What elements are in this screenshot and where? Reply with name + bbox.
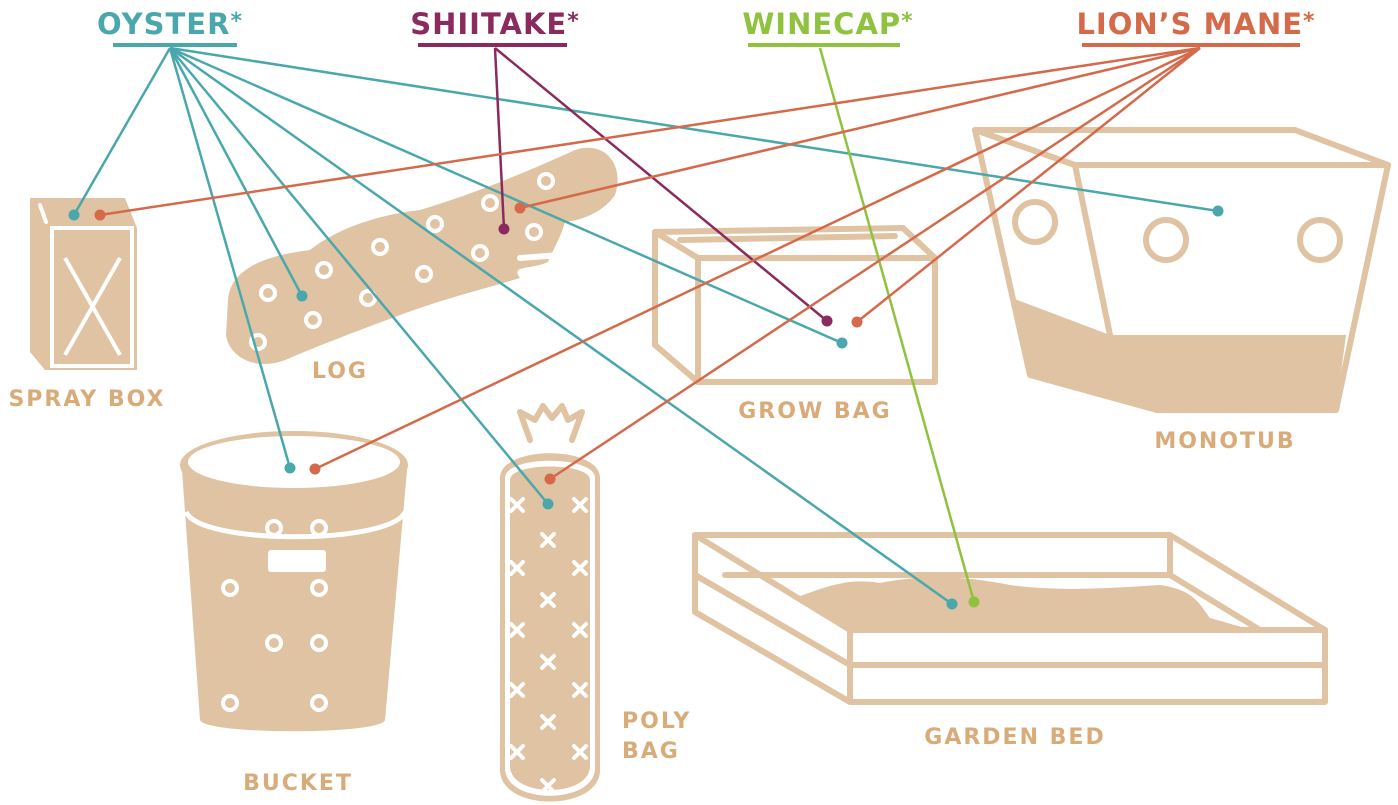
species-winecap: WINECAP* [742,7,913,47]
label-spray-box: SPRAY BOX [8,387,165,412]
garden-bed-illustration [692,532,1328,705]
svg-text:LION’S MANE*: LION’S MANE* [1076,7,1315,41]
label-poly-bag-line2: BAG [622,739,680,764]
label-poly-bag-line1: POLY [622,709,691,734]
label-garden-bed: GARDEN BED [924,725,1105,750]
species-oyster-label: OYSTER [97,7,230,41]
label-bucket: BUCKET [243,771,353,796]
species-lionsmane: LION’S MANE* [1076,7,1315,47]
poly-bag-illustration [500,403,600,802]
label-monotub: MONOTUB [1154,429,1295,454]
monotub-illustration [972,127,1391,413]
species-lionsmane-label: LION’S MANE [1076,7,1303,41]
grow-bag-illustration [652,225,938,385]
connection-dots [68,202,1224,610]
shiitake-connections [493,47,828,322]
species-shiitake-label: SHIITAKE [410,7,567,41]
svg-text:WINECAP*: WINECAP* [742,7,913,41]
svg-text:SHIITAKE*: SHIITAKE* [410,7,580,41]
spray-box-illustration [30,198,137,370]
bucket-illustration [180,431,408,732]
label-grow-bag: GROW BAG [738,399,891,424]
svg-text:OYSTER*: OYSTER* [97,7,243,41]
log-illustration [226,147,618,364]
species-shiitake-asterisk: * [567,9,580,34]
species-oyster: OYSTER* [97,7,243,47]
winecap-connections [818,47,976,603]
species-winecap-label: WINECAP [742,7,901,41]
label-log: LOG [312,359,368,384]
lionsmane-connections [99,46,1201,481]
species-shiitake: SHIITAKE* [410,7,580,47]
oyster-connections [72,46,1219,606]
species-lionsmane-asterisk: * [1303,9,1316,34]
species-oyster-asterisk: * [230,9,243,34]
species-winecap-asterisk: * [901,9,914,34]
